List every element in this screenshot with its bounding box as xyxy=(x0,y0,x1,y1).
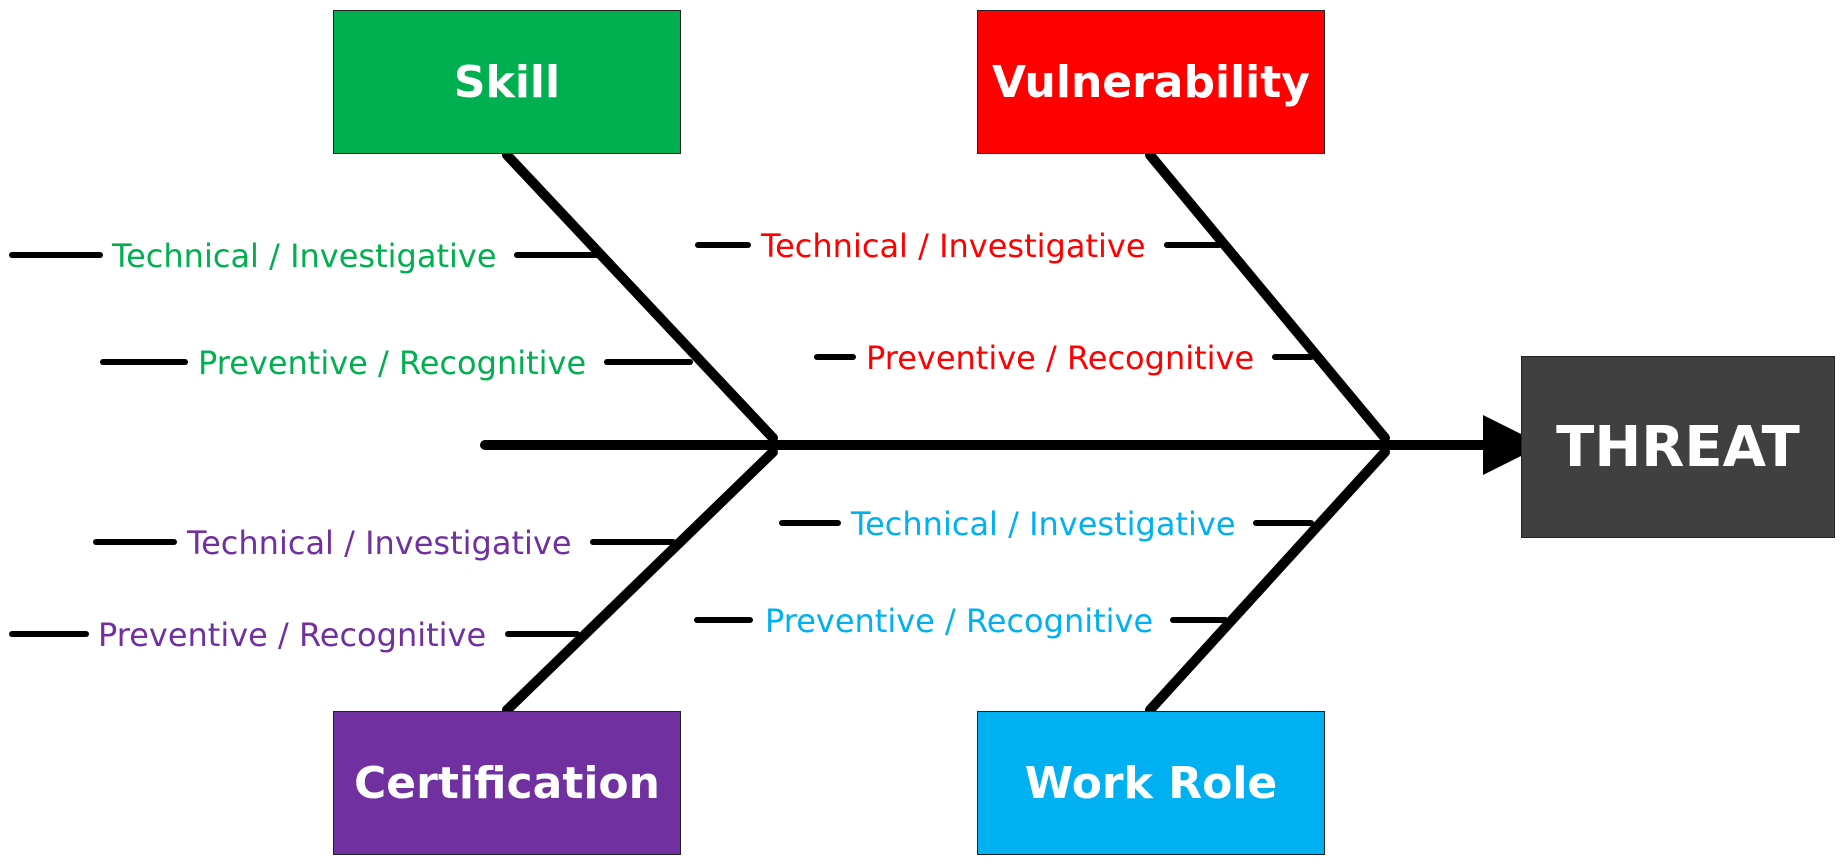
cause-label-skill-1: Technical / Investigative xyxy=(112,237,497,275)
category-label-work-role: Work Role xyxy=(1024,757,1278,809)
category-box-skill: Skill xyxy=(333,10,681,154)
cause-label-certification-2: Preventive / Recognitive xyxy=(98,616,487,654)
category-label-vulnerability: Vulnerability xyxy=(992,56,1310,108)
bone-work-role xyxy=(1145,447,1390,715)
category-label-certification: Certification xyxy=(353,757,660,809)
cause-label-certification-1: Technical / Investigative xyxy=(187,524,572,562)
category-box-work-role: Work Role xyxy=(977,711,1325,855)
cause-label-work-role-1: Technical / Investigative xyxy=(851,505,1236,543)
cause-label-work-role-2: Preventive / Recognitive xyxy=(765,602,1154,640)
category-label-skill: Skill xyxy=(453,56,561,108)
category-box-certification: Certification xyxy=(333,711,681,855)
bone-vulnerability xyxy=(1145,150,1390,443)
effect-box-threat: THREAT xyxy=(1521,356,1835,538)
cause-label-vulnerability-2: Preventive / Recognitive xyxy=(866,339,1255,377)
category-box-vulnerability: Vulnerability xyxy=(977,10,1325,154)
effect-label: THREAT xyxy=(1556,414,1800,480)
cause-label-skill-2: Preventive / Recognitive xyxy=(198,344,587,382)
cause-label-vulnerability-1: Technical / Investigative xyxy=(761,227,1146,265)
bone-certification xyxy=(502,447,778,715)
bone-skill xyxy=(502,150,778,443)
